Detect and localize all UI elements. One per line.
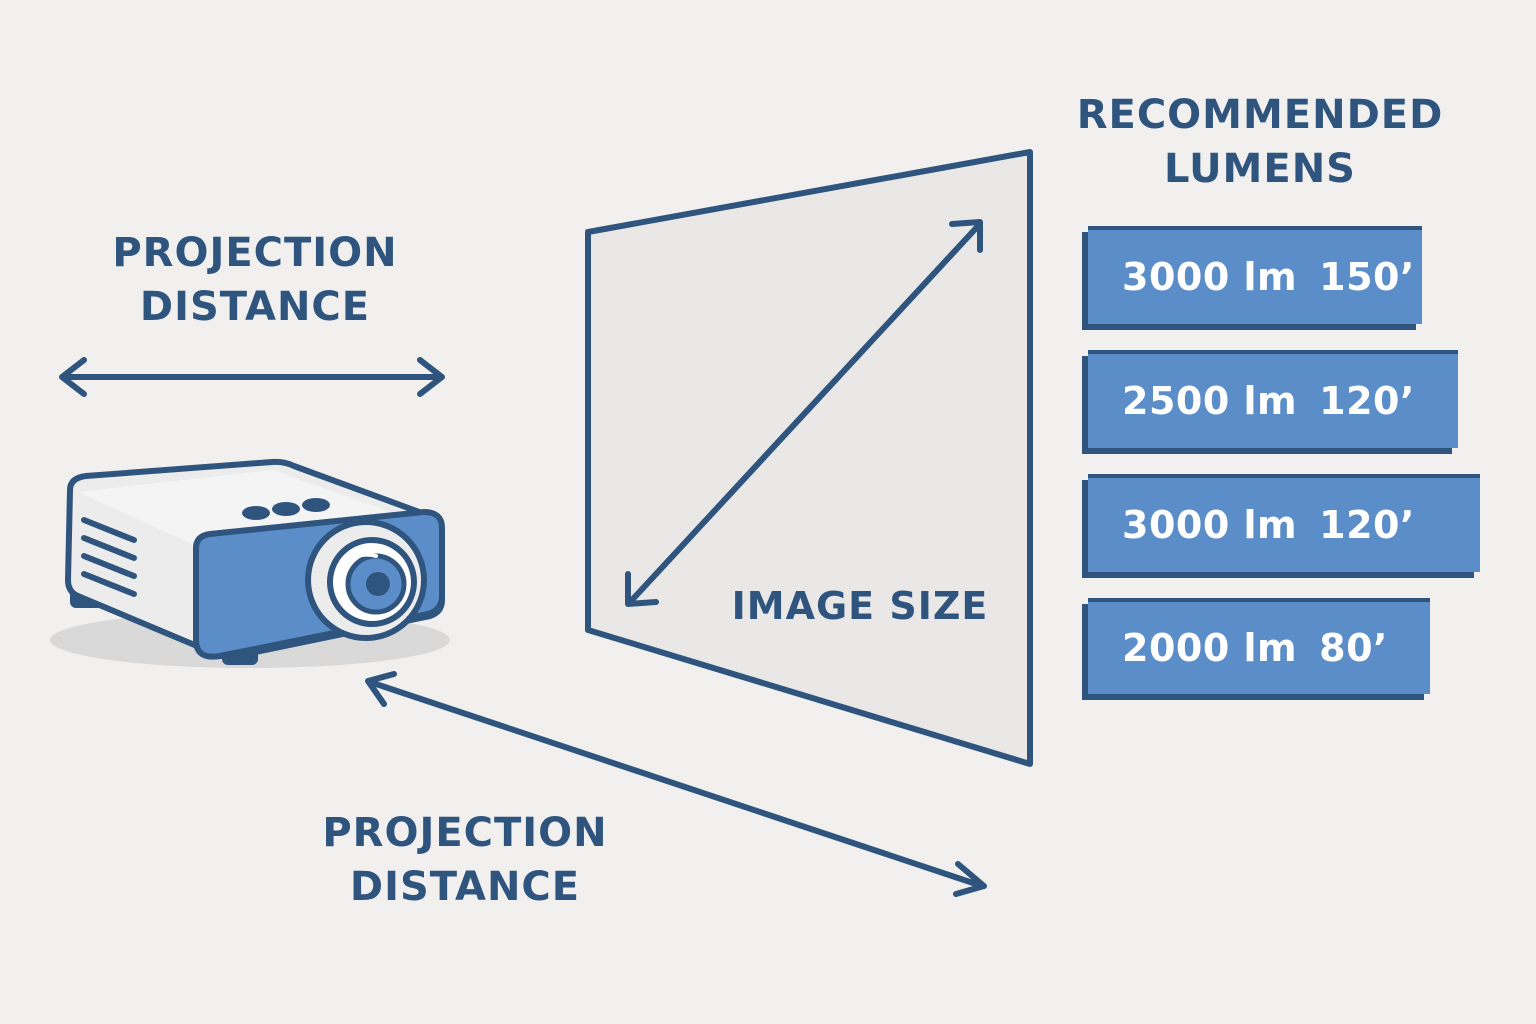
screen-size-value: 120’ (1319, 503, 1415, 547)
lumen-option-bar: 3000 lm 120’ (1088, 474, 1480, 572)
projection-screen (585, 149, 1033, 767)
screen-size-value: 80’ (1319, 626, 1388, 670)
screen-size-value: 150’ (1319, 255, 1415, 299)
lumen-option-bar: 2000 lm 80’ (1088, 598, 1430, 694)
double-arrow-icon (59, 357, 445, 397)
lumen-option-bar: 2500 lm 120’ (1088, 350, 1458, 448)
recommended-lumens-line-2: LUMENS (1164, 146, 1356, 192)
lumen-value: 2500 lm (1122, 379, 1298, 423)
screen-size-value: 120’ (1319, 379, 1415, 423)
projection-distance-line-2: DISTANCE (139, 284, 371, 330)
projection-distance-line-1: PROJECTION (322, 810, 608, 856)
projection-distance-line-2: DISTANCE (349, 864, 581, 910)
diagonal-double-arrow-icon (625, 219, 983, 607)
distance-double-arrow-icon (365, 671, 987, 897)
projection-distance-label-bottom: PROJECTION DISTANCE (290, 806, 640, 914)
lumen-value: 3000 lm (1122, 503, 1298, 547)
image-size-label: IMAGE SIZE (731, 584, 989, 628)
projection-distance-line-1: PROJECTION (112, 230, 398, 276)
lumen-option-bar: 3000 lm 150’ (1088, 226, 1422, 324)
lumen-value: 3000 lm (1122, 255, 1298, 299)
recommended-lumens-title: RECOMMENDED LUMENS (1060, 88, 1460, 196)
lumen-value: 2000 lm (1122, 626, 1298, 670)
projection-distance-label-top: PROJECTION DISTANCE (80, 226, 430, 334)
projector-icon (50, 458, 450, 668)
recommended-lumens-line-1: RECOMMENDED (1076, 92, 1444, 138)
